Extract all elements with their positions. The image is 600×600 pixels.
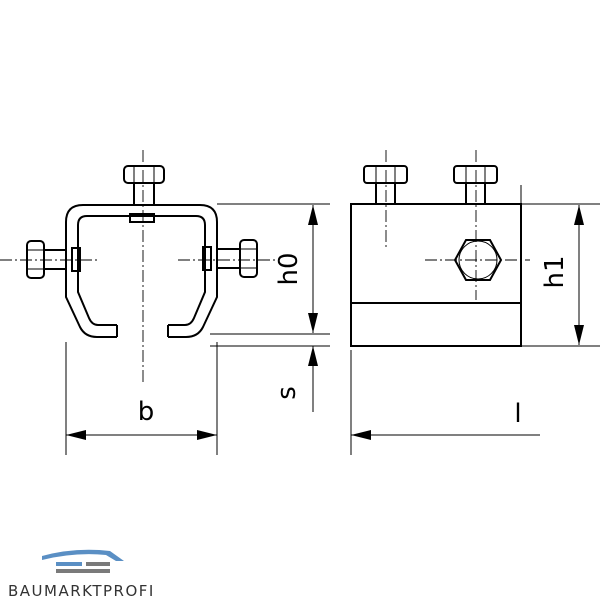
side-view [350,150,530,347]
dimension-label-h0: h0 [274,252,304,285]
right-bolt-head [239,239,258,278]
top-bolt-head [123,165,165,184]
dimension-h1 [574,205,584,345]
top-bolt-tip [129,213,155,223]
side-bolt-left [363,165,408,204]
dimension-label-b: b [138,397,155,427]
side-bolt-right [453,165,498,204]
front-profile-outer [65,204,218,338]
dimension-l [350,350,540,455]
front-view [0,150,275,385]
right-bolt-tip [202,246,212,271]
side-body [350,203,522,347]
dimension-s [308,300,318,412]
dimension-label-s: s [272,386,302,400]
dimension-b [65,342,218,455]
front-profile-inner [77,215,206,326]
logo-roof-mark [42,549,124,561]
logo-text: BAUMARKTPROFI [8,582,155,600]
top-bolt [123,165,165,223]
baumarktprofi-logo: BAUMARKTPROFI [8,549,155,600]
right-bolt [202,239,258,278]
left-bolt-head [26,240,45,279]
extension-lines [210,203,330,347]
left-bolt [26,240,81,279]
dimension-label-h1: h1 [540,255,570,288]
left-bolt-tip [71,247,81,272]
dimension-label-l: l [514,399,521,429]
